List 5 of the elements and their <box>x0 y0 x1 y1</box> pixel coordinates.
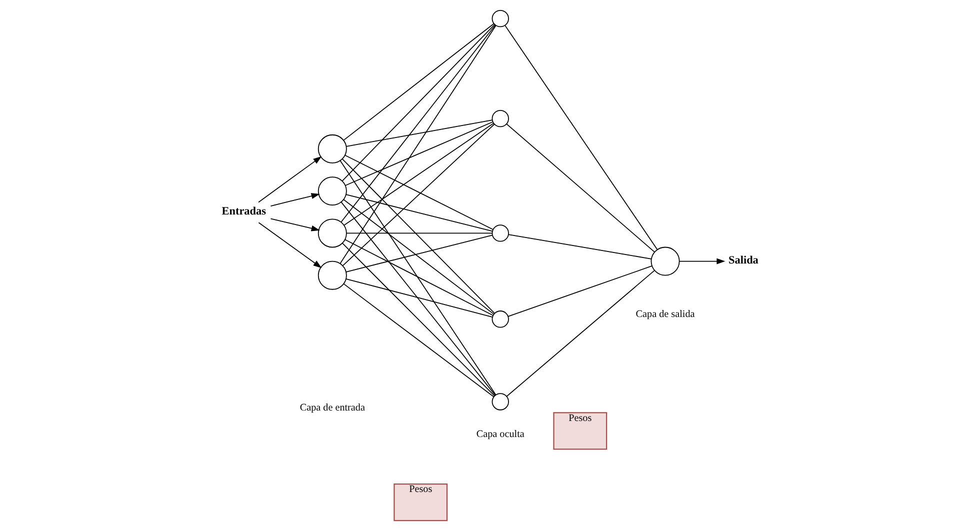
node-text: Entradas <box>221 206 266 218</box>
label: Capa oculta <box>476 428 524 440</box>
label: Capa de salida <box>635 309 694 320</box>
node-text: Salida <box>728 254 758 267</box>
label: Capa de entrada <box>299 402 364 414</box>
